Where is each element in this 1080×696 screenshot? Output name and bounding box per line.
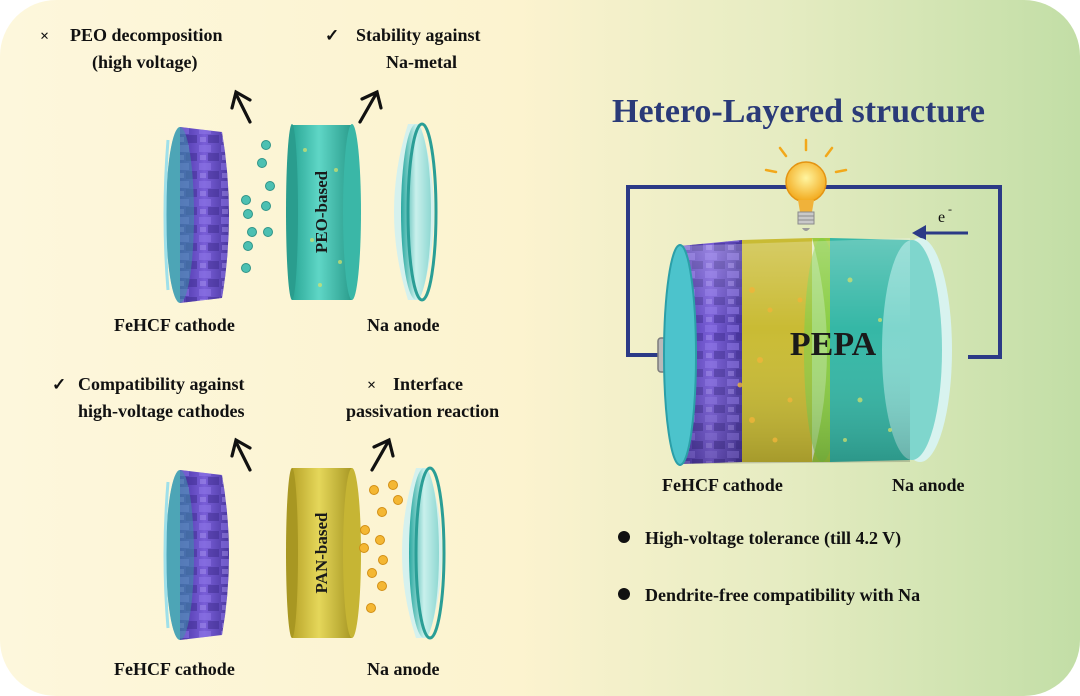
- arrow-up-icon: [230, 437, 252, 472]
- bottom-left-note-line2: high-voltage cathodes: [78, 401, 245, 421]
- bottom-electrolyte-pan: [286, 468, 361, 638]
- bottom-cathode-disk: [163, 470, 229, 640]
- bottom-cathode-label: FeHCF cathode: [114, 659, 235, 679]
- top-electrolyte-label: PEO-based: [312, 170, 331, 253]
- bottom-anode-label: Na anode: [367, 659, 440, 679]
- pepa-label: PEPA: [790, 326, 877, 363]
- arrow-up-icon: [370, 437, 395, 472]
- top-ions: [241, 140, 275, 273]
- bottom-right-note-line2: passivation reaction: [346, 401, 499, 421]
- bottom-right-note-line1: Interface: [393, 374, 463, 394]
- top-cathode-label: FeHCF cathode: [114, 315, 235, 335]
- arrow-up-icon: [358, 89, 383, 124]
- right-cathode-label: FeHCF cathode: [662, 475, 783, 495]
- right-panel: Hetero-Layered structure e -: [612, 93, 1002, 605]
- top-anode-disk: [394, 122, 438, 302]
- top-right-note-mark: ✓: [325, 26, 339, 45]
- bullet-dot: [618, 531, 630, 543]
- arrow-up-icon: [230, 89, 252, 124]
- top-left-note-line1: PEO decomposition: [70, 25, 223, 45]
- bottom-ions: [359, 480, 403, 613]
- electron-label: e: [938, 209, 945, 226]
- bottom-panel: ✓ Compatibility against high-voltage cat…: [52, 374, 499, 679]
- arrow-left-icon: [912, 225, 968, 241]
- bullet-1: High-voltage tolerance (till 4.2 V): [645, 528, 901, 549]
- top-electrolyte-peo: [286, 124, 361, 300]
- electron-sup: -: [948, 202, 952, 216]
- top-left-note-line2: (high voltage): [92, 52, 198, 73]
- bottom-right-note-mark: ×: [367, 377, 376, 394]
- bullet-2: Dendrite-free compatibility with Na: [645, 585, 920, 605]
- lightbulb-icon: [764, 138, 848, 231]
- top-anode-label: Na anode: [367, 315, 440, 335]
- top-panel: × PEO decomposition (high voltage) ✓ Sta…: [40, 25, 481, 335]
- right-title: Hetero-Layered structure: [612, 93, 985, 130]
- bullet-dot: [618, 588, 630, 600]
- right-anode-label: Na anode: [892, 475, 965, 495]
- top-cathode-disk: [163, 127, 229, 303]
- bottom-left-note-mark: ✓: [52, 375, 66, 394]
- pepa-cell: [657, 238, 952, 466]
- bottom-left-note-line1: Compatibility against: [78, 374, 245, 394]
- bottom-anode-disk: [402, 466, 446, 640]
- top-right-note-line2: Na-metal: [386, 52, 457, 72]
- bottom-electrolyte-label: PAN-based: [312, 512, 331, 593]
- top-right-note-line1: Stability against: [356, 25, 481, 45]
- top-left-note-mark: ×: [40, 28, 49, 45]
